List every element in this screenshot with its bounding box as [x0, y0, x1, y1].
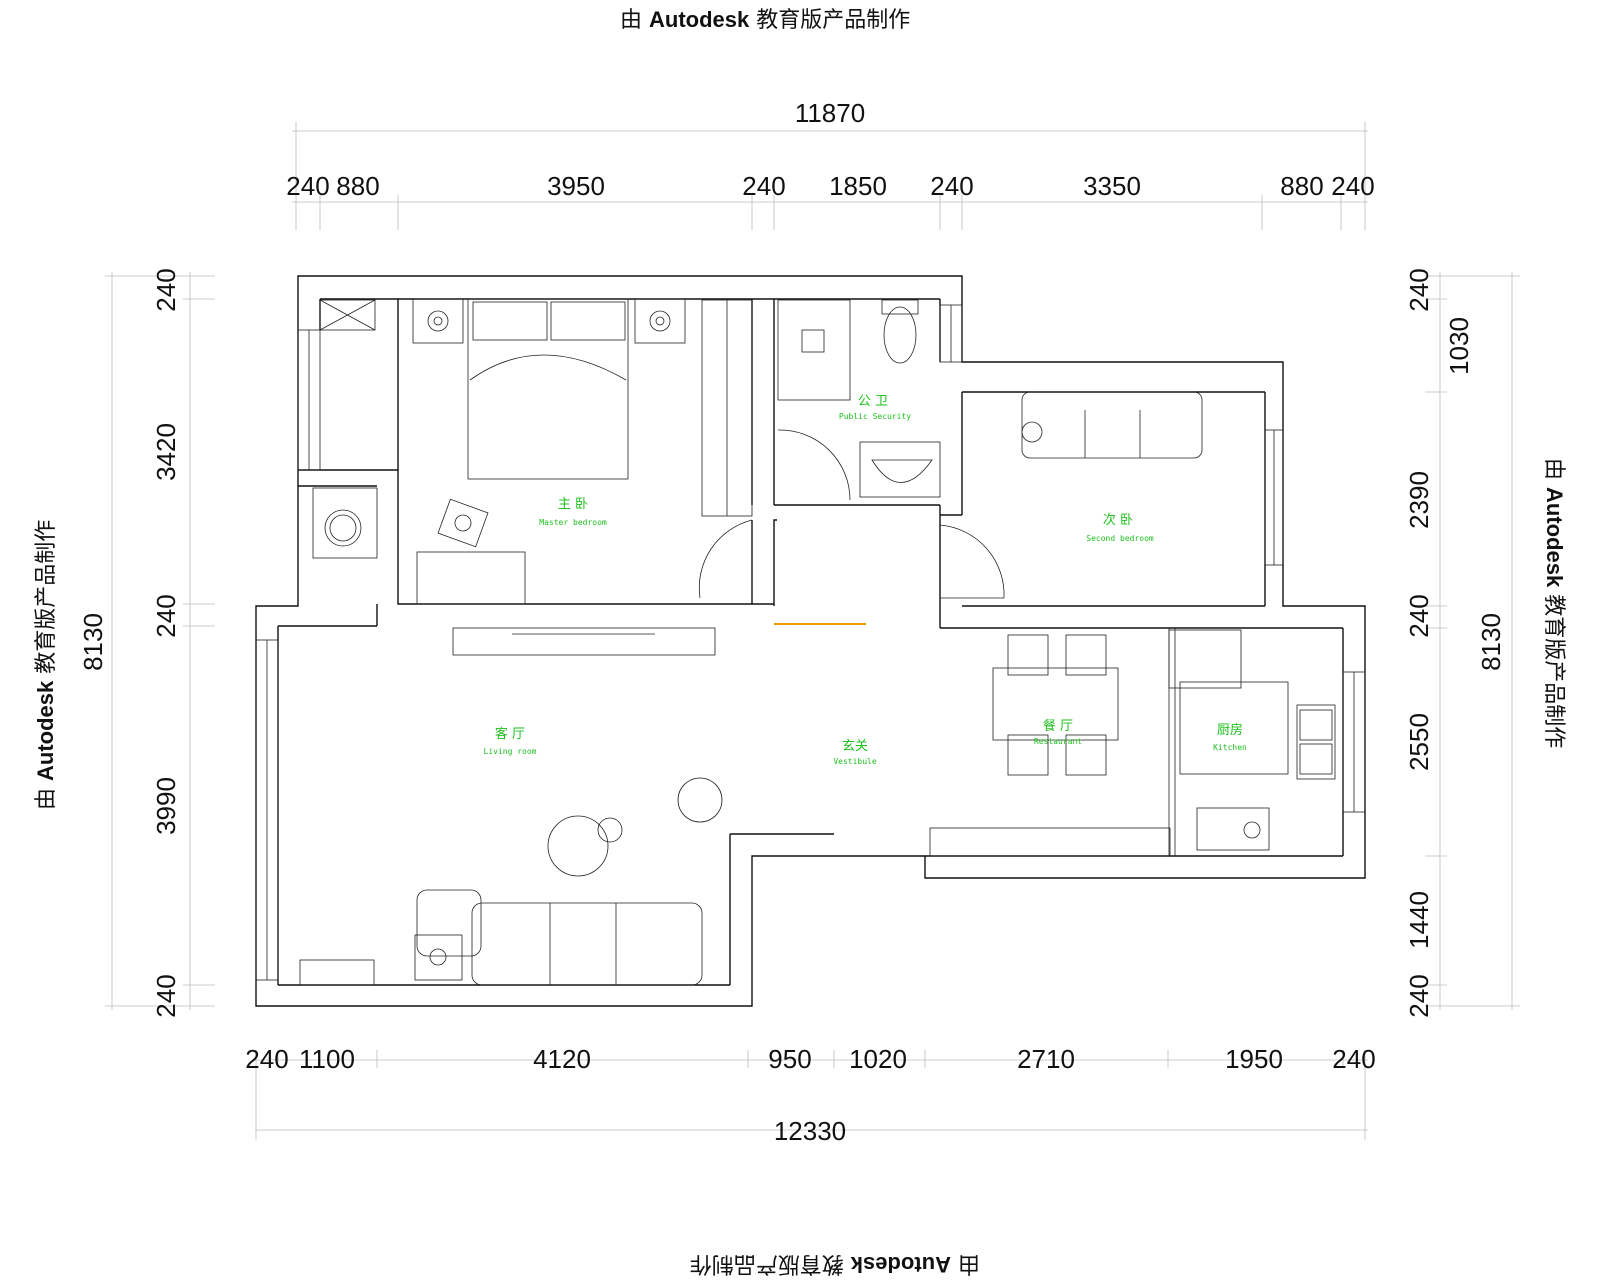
- second-bedroom-furniture: [1021, 391, 1203, 459]
- room-label-second-bedroom-en: Second bedroom: [1086, 534, 1154, 543]
- dim-right-seg: 240: [1404, 974, 1434, 1017]
- room-label-master-bedroom: 主 卧: [558, 497, 588, 512]
- dim-bottom-seg: 4120: [533, 1044, 591, 1074]
- dim-top-total: 11870: [795, 98, 865, 128]
- dim-right-seg: 2390: [1404, 471, 1434, 529]
- room-label-living-room: 客 厅: [495, 726, 525, 742]
- master-bedroom-furniture: [412, 298, 753, 605]
- dim-right-seg: 240: [1404, 268, 1434, 311]
- dim-bottom-seg: 240: [245, 1044, 288, 1074]
- kitchen-fixtures: [929, 628, 1336, 857]
- room-label-bathroom-en: Public Security: [839, 412, 911, 421]
- dim-right-seg: 2550: [1404, 713, 1434, 771]
- dim-left-seg: 240: [151, 974, 181, 1017]
- dim-top-seg: 880: [336, 171, 379, 201]
- dim-right-seg: 240: [1404, 594, 1434, 637]
- room-label-kitchen: 厨房: [1217, 722, 1243, 738]
- room-label-vestibule: 玄关: [842, 739, 868, 754]
- dim-right-seg: 1440: [1404, 891, 1434, 949]
- room-label-vestibule-en: Vestibule: [833, 757, 877, 766]
- dim-bottom-total: 12330: [774, 1116, 846, 1146]
- dim-bottom-seg: 2710: [1017, 1044, 1075, 1074]
- dim-top-seg: 240: [1331, 171, 1374, 201]
- dim-bottom-seg: 1950: [1225, 1044, 1283, 1074]
- dim-bottom-seg: 950: [768, 1044, 811, 1074]
- room-label-restaurant: 餐 厅: [1043, 718, 1073, 734]
- dimension-lines: [105, 122, 1520, 1140]
- dim-top-seg: 3950: [547, 171, 605, 201]
- dim-left-seg: 240: [151, 268, 181, 311]
- wardrobe-top-left: [319, 299, 376, 331]
- dim-top-seg: 240: [930, 171, 973, 201]
- room-label-master-bedroom-en: Master bedroom: [539, 518, 607, 527]
- windows: [255, 304, 1366, 981]
- dim-top-seg: 880: [1280, 171, 1323, 201]
- dim-bottom-seg: 1100: [299, 1044, 355, 1074]
- dim-left-seg: 240: [151, 594, 181, 637]
- watermark-top: 由 Autodesk 教育版产品制作: [620, 7, 911, 33]
- dim-left-seg: 3420: [151, 423, 181, 481]
- dim-right-total: 8130: [1476, 613, 1506, 671]
- dim-top-seg: 240: [286, 171, 329, 201]
- dim-left-seg: 3990: [151, 777, 181, 835]
- room-label-second-bedroom: 次 卧: [1103, 512, 1133, 528]
- dim-bottom-seg: 1020: [849, 1044, 907, 1074]
- dim-bottom-seg: 240: [1332, 1044, 1375, 1074]
- living-room-furniture: [299, 777, 723, 986]
- dim-top-seg: 240: [742, 171, 785, 201]
- dim-top-seg: 1850: [829, 171, 887, 201]
- room-label-restaurant-en: Restaurant: [1034, 737, 1082, 746]
- doors: [698, 519, 1005, 625]
- dining-table: [992, 634, 1119, 776]
- dim-right-seg: 1030: [1444, 317, 1474, 375]
- dim-left-total: 8130: [78, 613, 108, 671]
- dim-top-seg: 3350: [1083, 171, 1141, 201]
- washing-machine-icon: [312, 487, 378, 559]
- bathroom-fixtures: [777, 299, 941, 501]
- room-label-kitchen-en: Kitchen: [1213, 743, 1247, 752]
- tv-cabinet: [452, 627, 716, 656]
- room-label-bathroom: 公 卫: [858, 394, 888, 409]
- room-label-living-room-en: Living room: [484, 747, 537, 756]
- walls: [255, 275, 1366, 1007]
